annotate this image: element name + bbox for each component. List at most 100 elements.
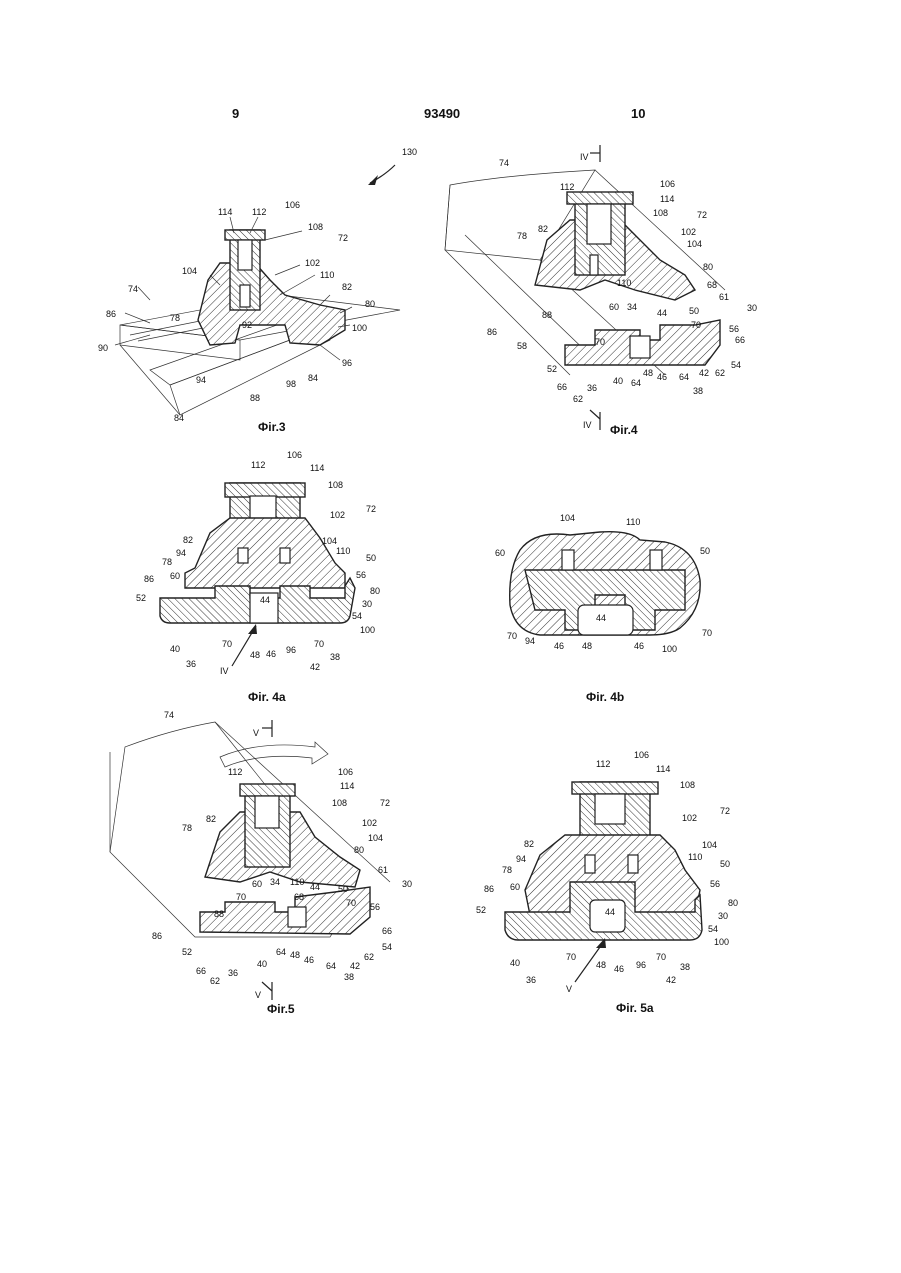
fig4a-label: 30 [362, 599, 372, 609]
fig5a-label: 48 [596, 960, 606, 970]
fig5-label: 62 [364, 952, 374, 962]
fig5-label: 70 [236, 892, 246, 902]
fig4a-label: 50 [366, 553, 376, 563]
fig5a-label: 42 [666, 975, 676, 985]
fig4a-caption: Фir. 4a [248, 690, 286, 704]
patent-number: 93490 [424, 106, 460, 121]
fig5a-label: 80 [728, 898, 738, 908]
fig5-label: 66 [196, 966, 206, 976]
figure-4b-drawing: 104 110 60 50 44 70 94 46 48 46 100 70 [490, 510, 730, 665]
fig5-label: 30 [402, 879, 412, 889]
fig4-label: 114 [660, 194, 674, 204]
fig4a-label: 52 [136, 593, 146, 603]
fig4a-label: 48 [250, 650, 260, 660]
fig4a-label: 102 [330, 510, 345, 520]
fig5a-label: 50 [720, 859, 730, 869]
fig4b-label: 48 [582, 641, 592, 651]
fig4b-label: 70 [702, 628, 712, 638]
fig5-label: 61 [378, 865, 388, 875]
fig4b-label: 46 [554, 641, 564, 651]
fig4b-label: 60 [495, 548, 505, 558]
figure-3-drawing: 130 106 114 112 108 72 104 102 110 82 80… [90, 145, 400, 430]
fig5a-label: 60 [510, 882, 520, 892]
fig5a-label: 82 [524, 839, 534, 849]
fig5-label: 70 [346, 898, 356, 908]
fig5-label: 88 [214, 909, 224, 919]
page-number-right: 10 [631, 106, 645, 121]
fig3-label: 104 [182, 266, 197, 276]
fig4a-label: 56 [356, 570, 366, 580]
fig4-label: 30 [747, 303, 757, 313]
figure-5-drawing: V 74 106 112 114 108 72 102 82 104 78 80… [100, 712, 420, 997]
fig4-label: 66 [557, 382, 567, 392]
fig5a-label: 96 [636, 960, 646, 970]
fig4-label: 60 [609, 302, 619, 312]
fig5a-label: 70 [656, 952, 666, 962]
fig4b-caption: Фir. 4b [586, 690, 624, 704]
fig4a-label: 78 [162, 557, 172, 567]
fig4-label: 34 [627, 302, 637, 312]
fig4b-label: 70 [507, 631, 517, 641]
fig4-label: 46 [657, 372, 667, 382]
fig5-label: 54 [382, 942, 392, 952]
fig3-label: 96 [342, 358, 352, 368]
fig4-label: 66 [735, 335, 745, 345]
fig5-label: 104 [368, 833, 383, 843]
fig5-label: 110 [290, 877, 304, 887]
figure-5: V 74 106 112 114 108 72 102 82 104 78 80… [100, 712, 420, 997]
fig4-label: 72 [697, 210, 707, 220]
fig4b-label: 110 [626, 517, 640, 527]
fig5-label: 38 [344, 972, 354, 982]
fig3-label: 74 [128, 284, 138, 294]
fig4a-label: 70 [314, 639, 324, 649]
fig5-label: 56 [370, 902, 380, 912]
fig4-label: 61 [719, 292, 729, 302]
fig5-label: 50 [338, 884, 348, 894]
fig5-label: 86 [152, 931, 162, 941]
fig3-label: 78 [170, 313, 180, 323]
fig4a-label: 54 [352, 611, 362, 621]
fig5-label: 106 [338, 767, 353, 777]
fig5-label: 74 [164, 710, 174, 720]
fig5-label: 66 [382, 926, 392, 936]
fig5-label: 114 [340, 781, 354, 791]
fig5-label: 68 [294, 892, 304, 902]
fig4-section-mark-bottom: IV [583, 420, 592, 430]
fig3-label: 84 [174, 413, 184, 423]
fig5a-section-mark: V [566, 984, 572, 994]
fig3-label: 112 [252, 207, 266, 217]
fig4-label: 52 [547, 364, 557, 374]
fig4a-label: 82 [183, 535, 193, 545]
fig5a-label: 54 [708, 924, 718, 934]
fig4a-label: 46 [266, 649, 276, 659]
fig5a-label: 70 [566, 952, 576, 962]
fig4-label: 42 [699, 368, 709, 378]
fig5-label: 44 [310, 882, 320, 892]
fig4-label: 64 [631, 378, 641, 388]
fig5a-label: 86 [484, 884, 494, 894]
fig5-label: 82 [206, 814, 216, 824]
fig4-section-mark: IV [580, 152, 589, 162]
fig5-label: 64 [276, 947, 286, 957]
fig4a-label: 112 [251, 460, 265, 470]
fig4b-label: 44 [596, 613, 606, 623]
fig4-label: 106 [660, 179, 675, 189]
fig4a-section-mark: IV [220, 666, 229, 676]
fig5a-label: 102 [682, 813, 697, 823]
figure-4: IV 74 106 112 114 108 72 102 104 78 82 8… [435, 140, 770, 425]
fig4-label: 74 [499, 158, 509, 168]
fig4a-label: 40 [170, 644, 180, 654]
fig3-label: 94 [196, 375, 206, 385]
fig3-label: 88 [250, 393, 260, 403]
fig3-label: 108 [308, 222, 323, 232]
fig5-label: 80 [354, 845, 364, 855]
fig4a-label: 104 [322, 536, 337, 546]
fig3-label: 90 [98, 343, 108, 353]
fig5a-label: 78 [502, 865, 512, 875]
fig4-label: 88 [542, 310, 552, 320]
figure-3: 130 106 114 112 108 72 104 102 110 82 80… [90, 145, 400, 430]
fig4-label: 58 [517, 341, 527, 351]
fig3-label: 130 [402, 147, 417, 157]
fig3-label: 72 [338, 233, 348, 243]
fig3-label: 100 [352, 323, 367, 333]
